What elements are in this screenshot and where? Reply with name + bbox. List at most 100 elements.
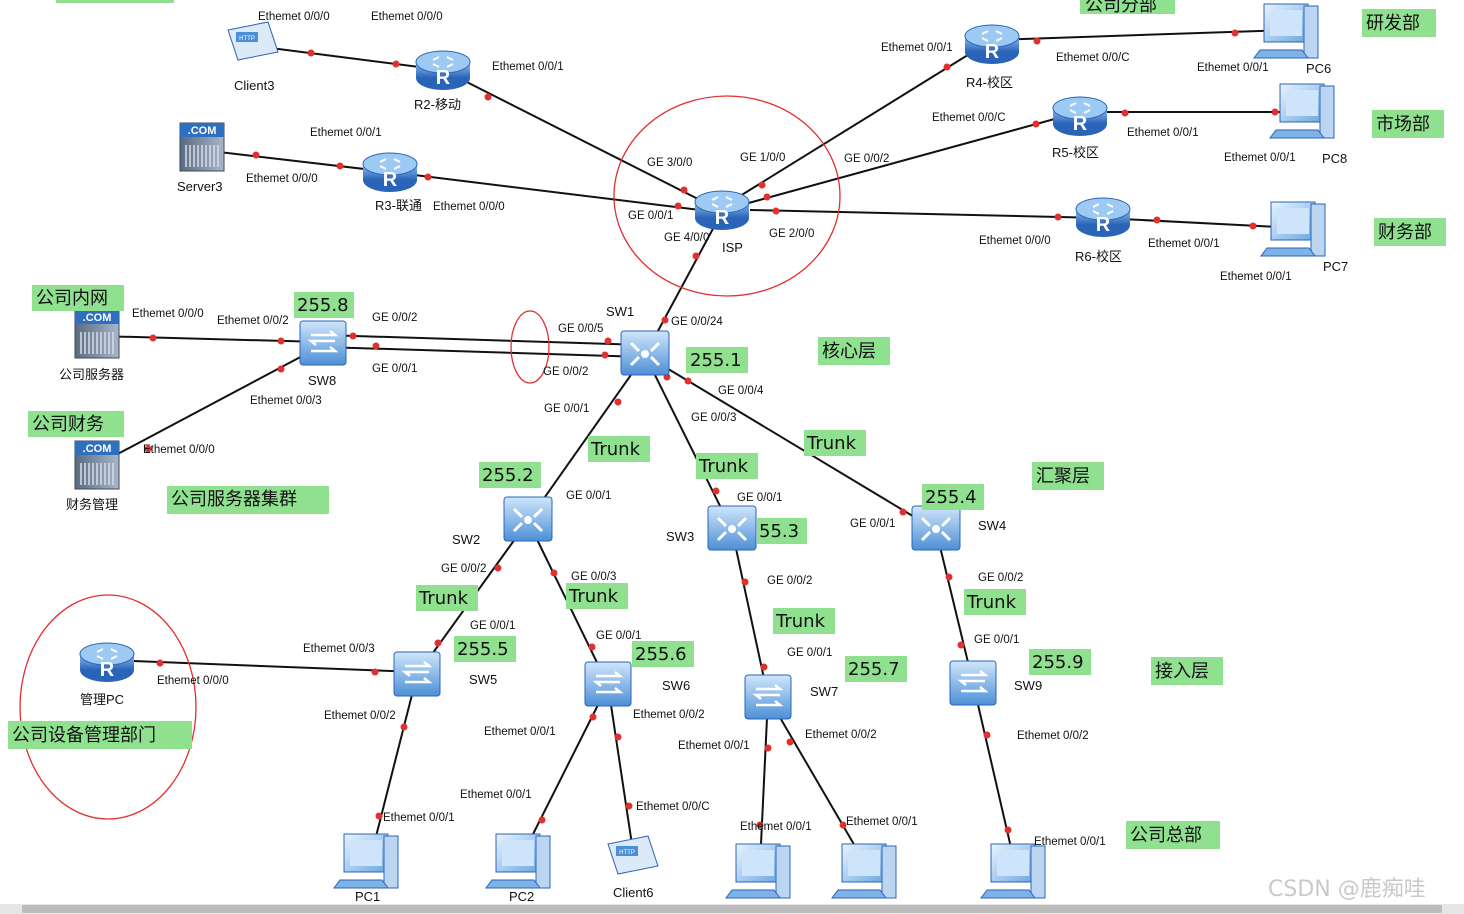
r5-label: R5-校区	[1052, 145, 1099, 160]
port-label: Ethemet 0/0/2	[633, 709, 705, 721]
isp-highlight-circle	[613, 95, 841, 297]
port-label: Ethemet 0/0/1	[846, 816, 918, 828]
r3-label: R3-联通	[375, 198, 422, 213]
tag-access: 接入层	[1155, 661, 1209, 682]
port-label: Ethemet 0/0/1	[1127, 127, 1199, 139]
link-sw7-pcA	[759, 696, 769, 866]
r4-label: R4-校区	[966, 75, 1013, 90]
pc8-label: PC8	[1322, 151, 1347, 166]
tag-fin: 公司财务	[32, 414, 104, 435]
port-label: Ethemet 0/0/2	[217, 315, 289, 327]
link-r6-pc7	[1102, 217, 1298, 229]
port-label: Ethemet 0/0/0	[246, 173, 318, 185]
pc1-device[interactable]	[333, 833, 399, 889]
port-label: GE 0/0/2	[372, 312, 417, 324]
company-server-device[interactable]	[74, 309, 120, 359]
tag-market: 市场部	[1376, 114, 1430, 135]
pc7-device[interactable]	[1260, 201, 1326, 257]
isp-router[interactable]	[694, 190, 750, 231]
sw9-label: SW9	[1014, 678, 1042, 693]
tag-ip-sw3: 55.3	[759, 521, 799, 542]
client6-device[interactable]	[607, 835, 659, 875]
port-label: GE 0/0/1	[566, 490, 611, 502]
port-label: Ethemet 0/0/C	[636, 801, 710, 813]
tag-trunk: Trunk	[590, 439, 641, 460]
hq-pc-device[interactable]	[980, 843, 1046, 899]
sw6-switch[interactable]	[583, 660, 633, 708]
r4-router[interactable]	[964, 24, 1020, 65]
link-isp-r5	[744, 111, 1081, 205]
scrollbar-thumb[interactable]	[22, 905, 1442, 913]
tag-ip-sw2: 255.2	[482, 465, 534, 486]
sw8-switch[interactable]	[298, 319, 348, 367]
tag-branch: 公司分部	[1085, 0, 1157, 16]
pc2-device[interactable]	[485, 833, 551, 889]
sw6-label: SW6	[662, 678, 690, 693]
r5-router[interactable]	[1052, 96, 1108, 137]
link-sw9-pc	[972, 682, 1016, 866]
tag-ip-sw5: 255.5	[457, 639, 509, 660]
pc2-label: PC2	[509, 889, 534, 904]
port-label: Ethemet 0/0/1	[383, 812, 455, 824]
pc-unnamed-device[interactable]	[831, 843, 897, 899]
pc6-device[interactable]	[1253, 3, 1319, 59]
link-sw7-pcB	[767, 696, 867, 866]
sw9-switch[interactable]	[948, 659, 998, 707]
port-label: GE 1/0/0	[740, 152, 785, 164]
tag-devmgmt: 公司设备管理部门	[12, 725, 156, 746]
port-label: Ethemet 0/0/0	[371, 11, 443, 23]
link-sw6-client6	[607, 684, 635, 859]
sw5-switch[interactable]	[392, 650, 442, 698]
pc8-device[interactable]	[1269, 83, 1335, 139]
r3-router[interactable]	[362, 152, 418, 193]
mgmt-pc-label: 管理PC	[80, 692, 124, 707]
link-sw5-pc1	[369, 674, 418, 861]
tag-core: 核心层	[822, 341, 876, 362]
sw2-switch[interactable]	[502, 495, 554, 543]
pc7-label: PC7	[1323, 259, 1348, 274]
sw3-switch[interactable]	[706, 504, 758, 552]
link-r4-pc6	[991, 29, 1291, 41]
mgmt-pc-device[interactable]	[79, 642, 135, 683]
port-labels: Ethemet 0/0/0 Ethemet 0/0/0 Ethemet 0/0/…	[132, 11, 1296, 848]
link-isp-r6	[749, 209, 1104, 219]
pc-partial-device[interactable]	[725, 843, 791, 899]
link-sw8-sw1-a	[322, 334, 646, 346]
port-label: Ethemet 0/0/1	[310, 127, 382, 139]
link-client3-r2	[254, 45, 444, 71]
link-sw8-sw1-b	[322, 346, 646, 358]
tag-server-cluster: 公司服务器集群	[171, 489, 297, 510]
port-label: GE 4/0/0	[664, 232, 709, 244]
sw2-label: SW2	[452, 532, 480, 547]
sw1-core-switch[interactable]	[619, 329, 671, 377]
tag-intranet: 公司内网	[36, 288, 108, 309]
sw7-switch[interactable]	[743, 673, 793, 721]
port-label: Ethemet 0/0/1	[484, 726, 556, 738]
port-label: Ethemet 0/0/3	[303, 643, 375, 655]
tag-ip-sw9: 255.9	[1032, 652, 1084, 673]
port-label: Ethemet 0/0/1	[1224, 152, 1296, 164]
port-label: Ethemet 0/0/1	[740, 821, 812, 833]
r6-label: R6-校区	[1075, 249, 1122, 264]
port-label: Ethemet 0/0/0	[433, 201, 505, 213]
link-r3-isp	[389, 171, 701, 211]
server3-device[interactable]	[179, 122, 225, 172]
port-label: GE 0/0/1	[544, 403, 589, 415]
port-label: Ethemet 0/0/0	[979, 235, 1051, 247]
finance-server-device[interactable]	[74, 440, 120, 490]
port-label: GE 2/0/0	[769, 228, 814, 240]
r6-router[interactable]	[1075, 197, 1131, 238]
highlight-circles	[19, 95, 841, 820]
tag-trunk: Trunk	[698, 456, 749, 477]
tag-trunk: Trunk	[966, 592, 1017, 613]
client6-label: Client6	[613, 885, 653, 900]
client3-device[interactable]	[227, 21, 279, 61]
port-label: Ethemet 0/0/1	[1034, 836, 1106, 848]
port-label: GE 0/0/5	[558, 323, 603, 335]
sw4-switch[interactable]	[910, 504, 962, 552]
port-label: Ethemet 0/0/1	[460, 789, 532, 801]
r2-router[interactable]	[415, 50, 471, 91]
tag-trunk: Trunk	[568, 586, 619, 607]
isp-label: ISP	[722, 240, 743, 255]
link-sw1-sw2	[527, 354, 646, 522]
